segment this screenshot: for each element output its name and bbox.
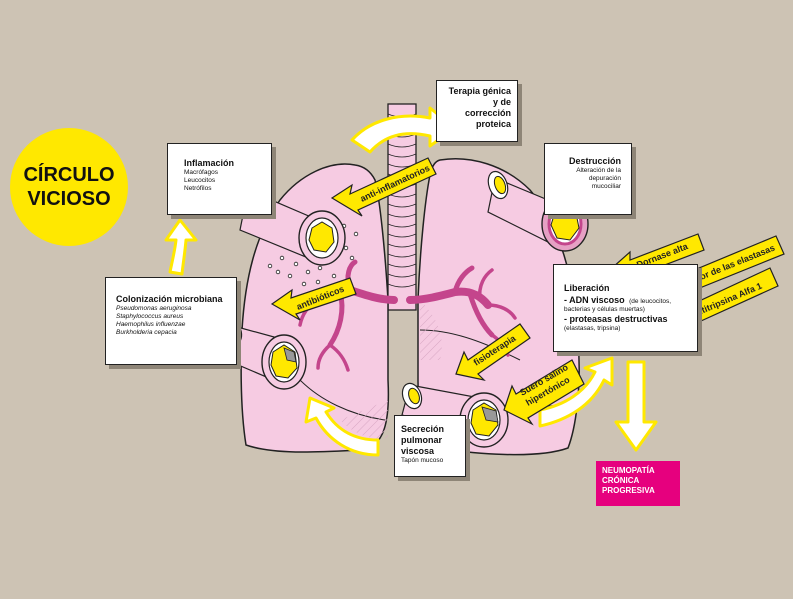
terapia-line4: proteica (475, 119, 511, 129)
circulo-vicioso-badge: CÍRCULO VICIOSO (10, 128, 128, 246)
cycle-arrows (164, 106, 614, 457)
outcome-line2: CRÓNICA (602, 476, 640, 485)
inflamacion-item: Leucocitos (184, 177, 216, 184)
liberacion-title: Liberación (564, 283, 610, 293)
colonizacion-item: Staphylococcus aureus (116, 313, 184, 320)
cycle-arrow-bottom-left (304, 396, 380, 457)
liberacion-adn-detail1: (de leucocitos, (629, 298, 672, 305)
secrecion-detail: Tapón mucoso (401, 457, 444, 464)
terapia-line2: y de (492, 97, 511, 107)
terapia-line1: Terapia génica (448, 86, 511, 96)
liberacion-adn-detail2: bacterias y células muertas) (564, 306, 645, 313)
inflamacion-title: Inflamación (184, 158, 235, 168)
inflamacion-item: Netrófilos (184, 185, 212, 192)
box-destruccion: Destrucción Alteración de la depuración … (544, 143, 632, 215)
colonizacion-item: Burkholderia cepacia (116, 329, 177, 336)
outcome-neumopatia: NEUMOPATÍA CRÓNICA PROGRESIVA (596, 461, 680, 506)
cycle-arrow-bottom-right (538, 356, 614, 428)
box-liberacion: Liberación - ADN viscoso (de leucocitos,… (553, 264, 698, 352)
box-secrecion: Secreción pulmonar viscosa Tapón mucoso (394, 415, 466, 477)
secrecion-line2: pulmonar (401, 435, 443, 445)
box-colonizacion: Colonización microbiana Pseudomonas aeru… (105, 277, 237, 365)
colonizacion-title: Colonización microbiana (116, 294, 223, 304)
secrecion-line3: viscosa (401, 446, 435, 456)
airway-inflamacion (238, 181, 346, 266)
outcome-line3: PROGRESIVA (602, 486, 655, 495)
liberacion-proteasas: - proteasas destructivas (564, 314, 668, 324)
colonizacion-item: Pseudomonas aeruginosa (116, 305, 192, 312)
destruccion-title: Destrucción (568, 156, 621, 166)
liberacion-adn: - ADN viscoso (564, 295, 625, 305)
box-inflamacion: Inflamación Macrófagos Leucocitos Netróf… (167, 143, 272, 215)
title-line2: VICIOSO (27, 188, 111, 210)
terapia-line3: corrección (464, 108, 511, 118)
outcome-line1: NEUMOPATÍA (602, 466, 655, 475)
box-terapia-genica: Terapia génica y de corrección proteica (436, 80, 518, 142)
liberacion-proteasas-detail: (elastasas, tripsina) (564, 325, 621, 332)
arrow-down-outcome (614, 360, 658, 452)
bacteria-dots (267, 223, 359, 287)
destruccion-line2: depuración (588, 175, 621, 182)
inflamacion-item: Macrófagos (184, 169, 218, 176)
colonizacion-item: Haemophilus influenzae (116, 321, 186, 328)
secrecion-line1: Secreción (401, 424, 445, 434)
destruccion-line1: Alteración de la (576, 167, 621, 174)
cycle-arrow-left (164, 218, 198, 276)
airway-colonizacion (221, 318, 307, 390)
destruccion-line3: mucociliar (591, 183, 621, 190)
title-line1: CÍRCULO (23, 164, 115, 186)
